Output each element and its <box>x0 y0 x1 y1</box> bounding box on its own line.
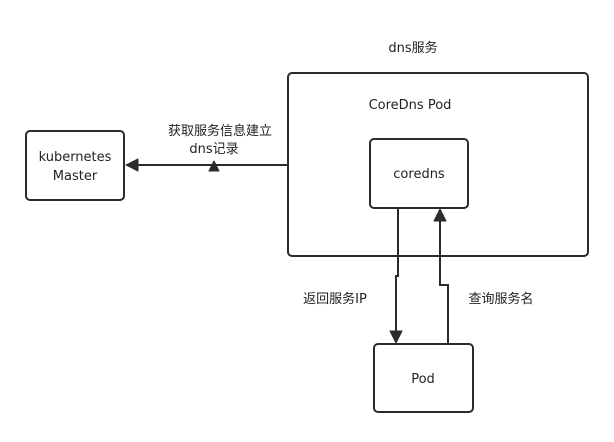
query-service-name-edge <box>439 221 449 344</box>
fetch-service-info-midpoint-arrow <box>208 160 220 172</box>
query-service-name-arrowhead <box>433 208 447 222</box>
pod-label: Pod <box>411 372 435 387</box>
group-title: dns服务 <box>388 40 437 56</box>
coredns-node <box>369 138 469 209</box>
fetch-service-info-label-line2: dns记录 <box>189 142 238 157</box>
fetch-service-info-label-line1: 获取服务信息建立 <box>168 123 272 139</box>
coredns-pod-label: CoreDns Pod <box>369 98 452 113</box>
pod-node <box>373 343 474 413</box>
return-service-ip-arrowhead <box>389 330 403 344</box>
coredns-label: coredns <box>393 167 445 182</box>
kubernetes-master-node <box>25 130 125 201</box>
query-service-name-label: 查询服务名 <box>468 291 533 307</box>
return-service-ip-edge <box>395 208 399 331</box>
return-service-ip-label: 返回服务IP <box>303 291 367 307</box>
kubernetes-master-label-line1: kubernetes <box>39 150 112 165</box>
kubernetes-master-label-line2: Master <box>53 169 98 184</box>
fetch-service-info-arrowhead <box>125 158 139 172</box>
